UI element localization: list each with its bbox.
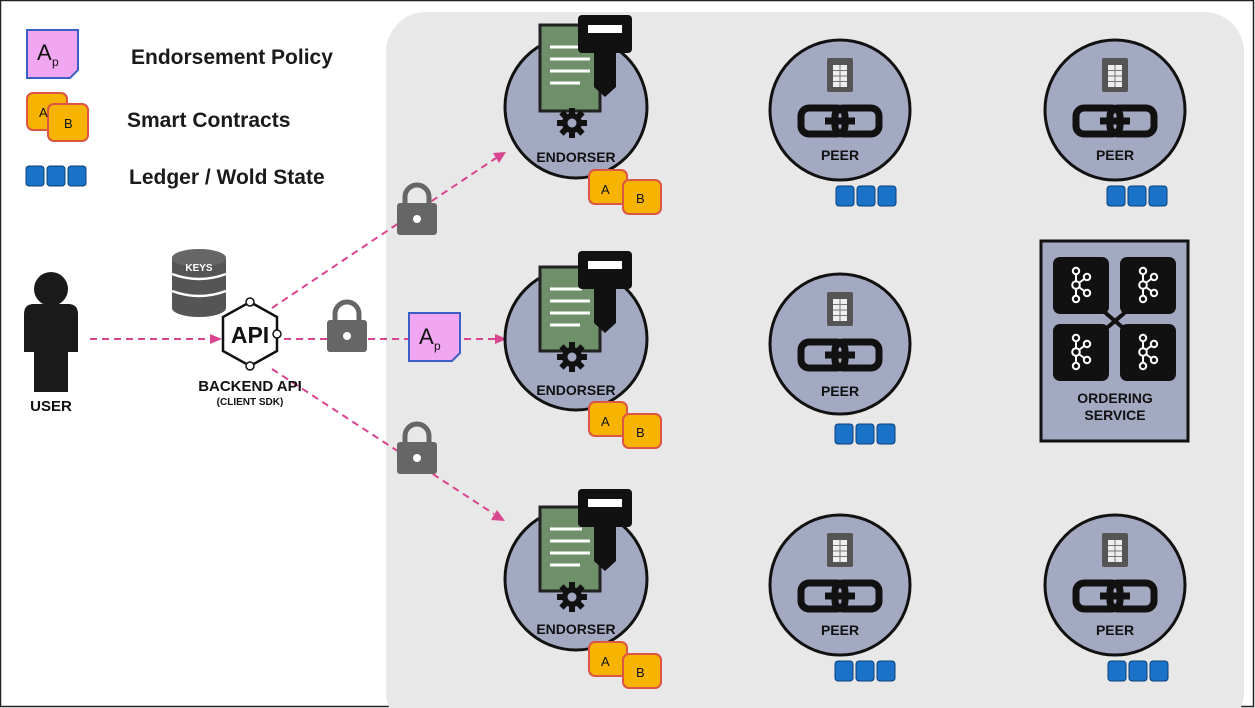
- svg-text:p: p: [52, 55, 59, 69]
- endorser-label: ENDORSER: [536, 382, 616, 398]
- peer-node: [768, 513, 912, 657]
- api-badge: API: [221, 297, 282, 371]
- endorser-node: [503, 251, 649, 412]
- svg-text:B: B: [636, 425, 645, 440]
- keys-database-icon: KEYS: [171, 249, 227, 317]
- svg-text:A: A: [37, 40, 52, 65]
- ordering-service-label-line2: SERVICE: [1084, 407, 1146, 423]
- svg-text:B: B: [636, 191, 645, 206]
- policy-icon: A p: [26, 29, 79, 79]
- legend-ledger-label: Ledger / Wold State: [129, 166, 325, 189]
- legend-endorsement-policy-label: Endorsement Policy: [131, 46, 333, 69]
- peer-label: PEER: [820, 147, 860, 163]
- endorser-label: ENDORSER: [536, 149, 616, 165]
- peer-label: PEER: [820, 383, 860, 399]
- endorser-node: [503, 489, 649, 652]
- smart-contract-icon: A B: [26, 92, 89, 142]
- peer-node: [1043, 513, 1187, 657]
- peer-label: PEER: [820, 622, 860, 638]
- svg-text:A: A: [601, 182, 610, 197]
- ledger-icon: [834, 660, 896, 682]
- endorser-label: ENDORSER: [536, 621, 616, 637]
- legend-smart-contracts-label: Smart Contracts: [127, 109, 291, 132]
- svg-text:B: B: [636, 665, 645, 680]
- connection-arrows: [90, 157, 497, 515]
- svg-text:A: A: [39, 105, 48, 120]
- svg-text:API: API: [231, 322, 269, 348]
- peer-node: [768, 272, 912, 416]
- smart-contract-icon: A B: [588, 169, 662, 215]
- user-icon: [24, 272, 78, 392]
- svg-text:p: p: [434, 339, 441, 353]
- ordering-service: [1039, 239, 1190, 443]
- ledger-icon: [835, 185, 897, 207]
- smart-contract-icon: A B: [588, 401, 662, 449]
- ledger-icon: [1106, 185, 1168, 207]
- peer-label: PEER: [1095, 147, 1135, 163]
- smart-contract-icon: A B: [588, 641, 662, 689]
- svg-text:A: A: [419, 324, 434, 349]
- peer-node: [768, 38, 912, 182]
- svg-text:KEYS: KEYS: [185, 263, 213, 274]
- peer-node: [1043, 38, 1187, 182]
- user-label: USER: [30, 398, 72, 415]
- ordering-service-label-line1: ORDERING: [1077, 390, 1153, 406]
- ledger-icon: [1107, 660, 1169, 682]
- endorser-node: [503, 15, 649, 180]
- svg-text:B: B: [64, 116, 73, 131]
- policy-icon: A p: [408, 312, 461, 362]
- backend-api-label: BACKEND API: [198, 378, 302, 395]
- svg-text:A: A: [601, 654, 610, 669]
- svg-text:A: A: [601, 414, 610, 429]
- peer-label: PEER: [1095, 622, 1135, 638]
- ledger-icon: [834, 423, 896, 445]
- ledger-icon: [25, 165, 87, 187]
- client-sdk-label: (CLIENT SDK): [216, 397, 284, 408]
- arrow-heads: [210, 152, 507, 521]
